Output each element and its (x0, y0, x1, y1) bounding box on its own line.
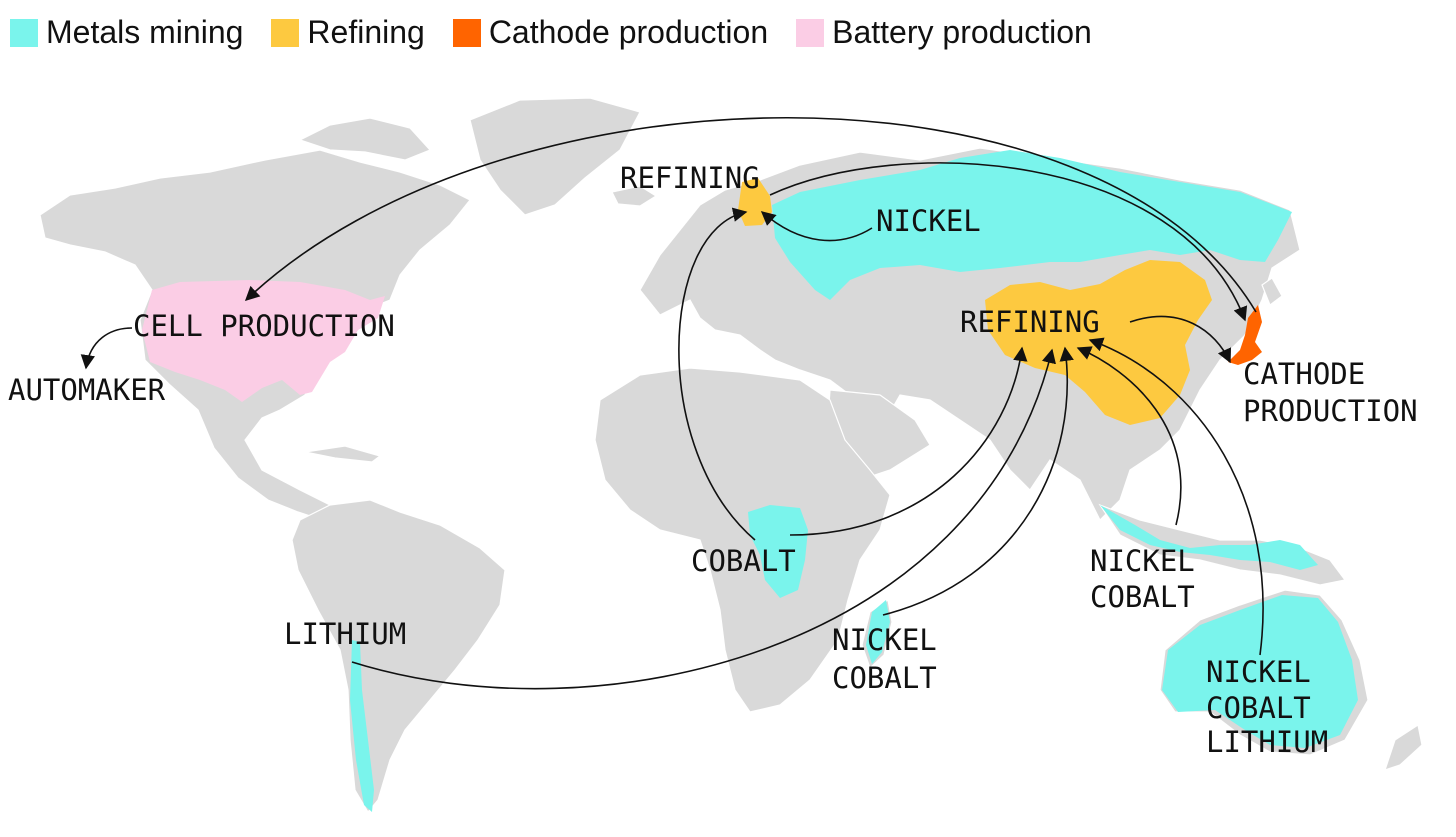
land-new-zealand (1384, 724, 1423, 771)
label-cell-production: CELL PRODUCTION (133, 309, 395, 343)
legend-swatch-battery-production (796, 18, 825, 47)
land-arctic-canada (298, 117, 432, 161)
arrow-japan-to-usa (244, 116, 1257, 313)
arrow-usa-to-automaker (80, 327, 133, 370)
label-refining-china: REFINING (960, 305, 1100, 339)
legend-item-battery-production: Battery production (796, 14, 1092, 51)
country-chile (350, 640, 374, 812)
arrow-drc-to-finland (678, 207, 756, 541)
arrow-china-to-japan (1129, 315, 1232, 364)
arrow-russia-to-finland (760, 211, 873, 242)
land-south-america (291, 499, 506, 814)
country-drc (748, 505, 808, 598)
label-madagascar-line2: COBALT (832, 661, 937, 695)
arrow-chile-to-china (351, 348, 1056, 690)
label-lithium-chile: LITHIUM (284, 617, 406, 651)
label-australia-line3: LITHIUM (1206, 725, 1328, 759)
label-cobalt-drc: COBALT (691, 544, 796, 578)
country-australia (1162, 595, 1358, 748)
legend: Metals mining Refining Cathode productio… (10, 14, 1120, 51)
land-africa (594, 367, 891, 713)
arrow-indonesia-to-china (1076, 346, 1182, 526)
arrow-finland-to-japan (769, 162, 1248, 322)
label-indonesia-line2: COBALT (1090, 580, 1195, 614)
land-japan-north (1261, 277, 1283, 306)
legend-item-refining: Refining (271, 14, 425, 51)
land-iceland (611, 185, 658, 207)
country-indonesia (1100, 505, 1318, 570)
label-indonesia-line1: NICKEL (1090, 544, 1195, 578)
label-cathode-line1: CATHODE (1243, 357, 1365, 391)
land-caribbean (304, 445, 382, 463)
label-refining-europe: REFINING (620, 161, 760, 195)
label-madagascar-line1: NICKEL (832, 623, 937, 657)
arrow-drc-to-china (789, 346, 1028, 536)
legend-swatch-metals-mining (10, 18, 38, 47)
legend-label-cathode-production: Cathode production (488, 14, 769, 50)
legend-item-cathode-production: Cathode production (452, 14, 769, 51)
label-nickel-russia: NICKEL (876, 204, 981, 238)
country-japan (1228, 305, 1262, 365)
legend-label-refining: Refining (307, 14, 425, 50)
country-madagascar (866, 600, 890, 664)
legend-label-battery-production: Battery production (832, 14, 1092, 50)
highlighted-countries (142, 150, 1358, 812)
label-australia-line1: NICKEL (1206, 655, 1311, 689)
legend-swatch-cathode-production (452, 18, 481, 47)
legend-label-metals-mining: Metals mining (46, 14, 244, 50)
map-labels: REFINING NICKEL CELL PRODUCTION AUTOMAKE… (8, 161, 1418, 759)
label-automaker: AUTOMAKER (8, 373, 166, 407)
country-russia (772, 150, 1292, 300)
country-usa (142, 280, 385, 402)
land-greenland (469, 97, 641, 216)
label-australia-line2: COBALT (1206, 691, 1311, 725)
legend-swatch-refining (271, 18, 300, 47)
flow-arrows (80, 116, 1264, 690)
arrow-australia-to-china (1088, 337, 1264, 656)
label-cathode-line2: PRODUCTION (1243, 394, 1418, 428)
arrow-madagascar-to-china (882, 346, 1074, 616)
legend-item-metals-mining: Metals mining (10, 14, 243, 51)
